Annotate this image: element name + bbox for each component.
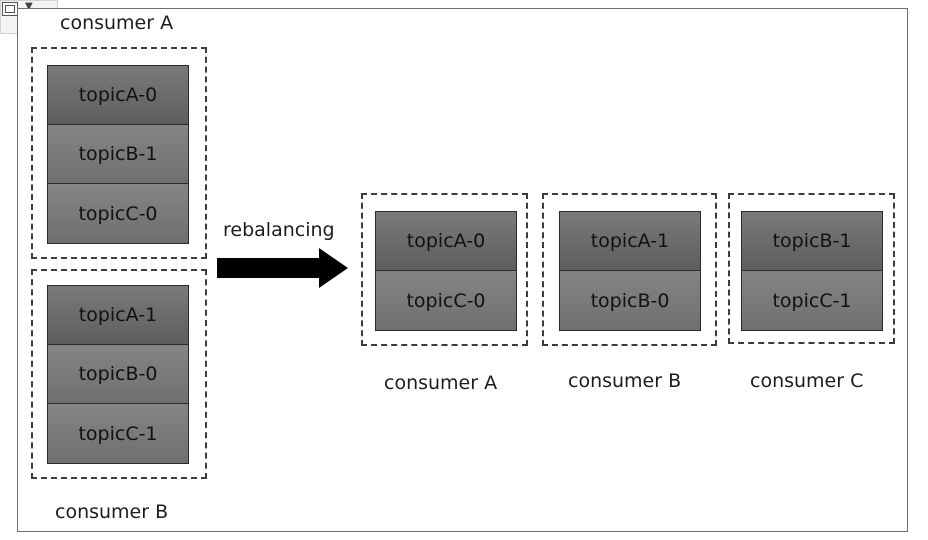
chevron-down-icon[interactable]: ▼ bbox=[25, 1, 33, 12]
after-consumer-c-partitions: topicB-1 topicC-1 bbox=[741, 211, 883, 331]
partition-box: topicB-1 bbox=[48, 125, 188, 184]
rebalancing-arrow-icon bbox=[217, 248, 348, 288]
after-consumer-b-group: topicA-1 topicB-0 bbox=[542, 193, 717, 346]
partition-box: topicA-1 bbox=[560, 212, 700, 271]
after-consumer-c-group: topicB-1 topicC-1 bbox=[728, 193, 895, 344]
partition-box: topicC-1 bbox=[742, 271, 882, 330]
partition-box: topicB-0 bbox=[560, 271, 700, 330]
before-consumer-b-group: topicA-1 topicB-0 topicC-1 bbox=[31, 269, 207, 479]
partition-box: topicB-0 bbox=[48, 345, 188, 404]
partition-box: topicC-1 bbox=[48, 404, 188, 463]
before-consumer-a-partitions: topicA-0 topicB-1 topicC-0 bbox=[47, 65, 189, 244]
after-consumer-a-group: topicA-0 topicC-0 bbox=[361, 193, 528, 346]
after-consumer-b-partitions: topicA-1 topicB-0 bbox=[559, 211, 701, 331]
after-consumer-a-partitions: topicA-0 topicC-0 bbox=[375, 211, 517, 331]
partition-box: topicC-0 bbox=[48, 184, 188, 243]
partition-box: topicB-1 bbox=[742, 212, 882, 271]
partition-box: topicA-0 bbox=[376, 212, 516, 271]
image-icon[interactable] bbox=[2, 2, 18, 16]
before-consumer-b-label: consumer B bbox=[55, 501, 169, 523]
after-consumer-b-label: consumer B bbox=[568, 370, 682, 392]
before-consumer-a-label: consumer A bbox=[60, 12, 174, 34]
rebalancing-label: rebalancing bbox=[223, 219, 335, 241]
before-consumer-b-partitions: topicA-1 topicB-0 topicC-1 bbox=[47, 285, 189, 464]
before-consumer-a-group: topicA-0 topicB-1 topicC-0 bbox=[31, 47, 207, 259]
after-consumer-c-label: consumer C bbox=[750, 370, 864, 392]
partition-box: topicC-0 bbox=[376, 271, 516, 330]
partition-box: topicA-0 bbox=[48, 66, 188, 125]
after-consumer-a-label: consumer A bbox=[384, 372, 498, 394]
partition-box: topicA-1 bbox=[48, 286, 188, 345]
